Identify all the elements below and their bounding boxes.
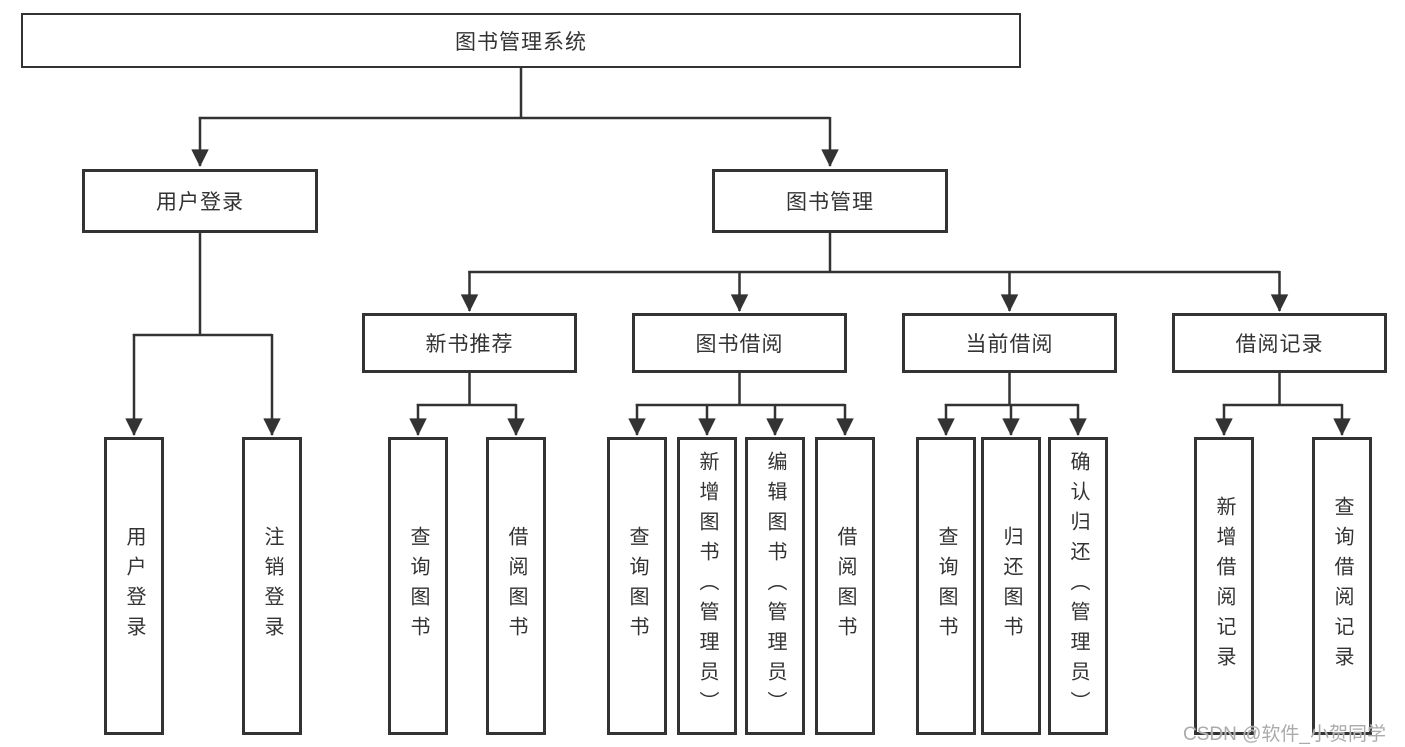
connector-current-borrow-children <box>937 373 1087 436</box>
node-current-borrow: 当前借阅 <box>902 313 1117 373</box>
node-new-book-recommend: 新书推荐 <box>362 313 577 373</box>
connector-root-to-level2 <box>191 68 839 167</box>
leaf-newbooks-borrow-books-label: 借阅图书 <box>505 526 527 646</box>
node-root: 图书管理系统 <box>21 13 1021 68</box>
leaf-current-query-books: 查询图书 <box>916 437 976 735</box>
leaf-records-query-record: 查询借阅记录 <box>1312 437 1372 735</box>
leaf-newbooks-query-books: 查询图书 <box>388 437 448 735</box>
connector-book-mgmt-to-level3 <box>460 233 1289 312</box>
leaf-current-confirm-return-admin: 确认归还（管理员） <box>1048 437 1108 735</box>
leaf-current-return-books-label: 归还图书 <box>1000 526 1022 646</box>
leaf-borrow-borrow-books-label: 借阅图书 <box>834 526 856 646</box>
leaf-user-login-label: 用户登录 <box>123 526 145 646</box>
leaf-records-query-record-label: 查询借阅记录 <box>1331 496 1353 676</box>
leaf-borrow-query-books: 查询图书 <box>607 437 667 735</box>
leaf-newbooks-query-books-label: 查询图书 <box>407 526 429 646</box>
leaf-records-add-record-label: 新增借阅记录 <box>1213 496 1235 676</box>
leaf-logout-label: 注销登录 <box>261 526 283 646</box>
leaf-borrow-add-books-admin-label: 新增图书（管理员） <box>696 451 718 721</box>
node-book-borrow: 图书借阅 <box>632 313 847 373</box>
connector-new-books-children <box>409 373 525 436</box>
connector-borrow-records-children <box>1215 373 1351 436</box>
leaf-borrow-edit-books-admin: 编辑图书（管理员） <box>745 437 805 735</box>
leaf-logout: 注销登录 <box>242 437 302 735</box>
leaf-current-confirm-return-admin-label: 确认归还（管理员） <box>1067 451 1089 721</box>
leaf-user-login: 用户登录 <box>104 437 164 735</box>
leaf-borrow-borrow-books: 借阅图书 <box>815 437 875 735</box>
node-borrow-records: 借阅记录 <box>1172 313 1387 373</box>
leaf-current-query-books-label: 查询图书 <box>935 526 957 646</box>
leaf-current-return-books: 归还图书 <box>981 437 1041 735</box>
connector-user-login-children <box>125 233 281 436</box>
leaf-borrow-query-books-label: 查询图书 <box>626 526 648 646</box>
leaf-borrow-add-books-admin: 新增图书（管理员） <box>677 437 737 735</box>
leaf-records-add-record: 新增借阅记录 <box>1194 437 1254 735</box>
node-book-mgmt: 图书管理 <box>712 169 948 233</box>
watermark: CSDN @软件_小贺同学 <box>1183 724 1386 745</box>
connector-book-borrow-children <box>628 373 854 436</box>
leaf-newbooks-borrow-books: 借阅图书 <box>486 437 546 735</box>
node-user-login: 用户登录 <box>82 169 318 233</box>
leaf-borrow-edit-books-admin-label: 编辑图书（管理员） <box>764 451 786 721</box>
